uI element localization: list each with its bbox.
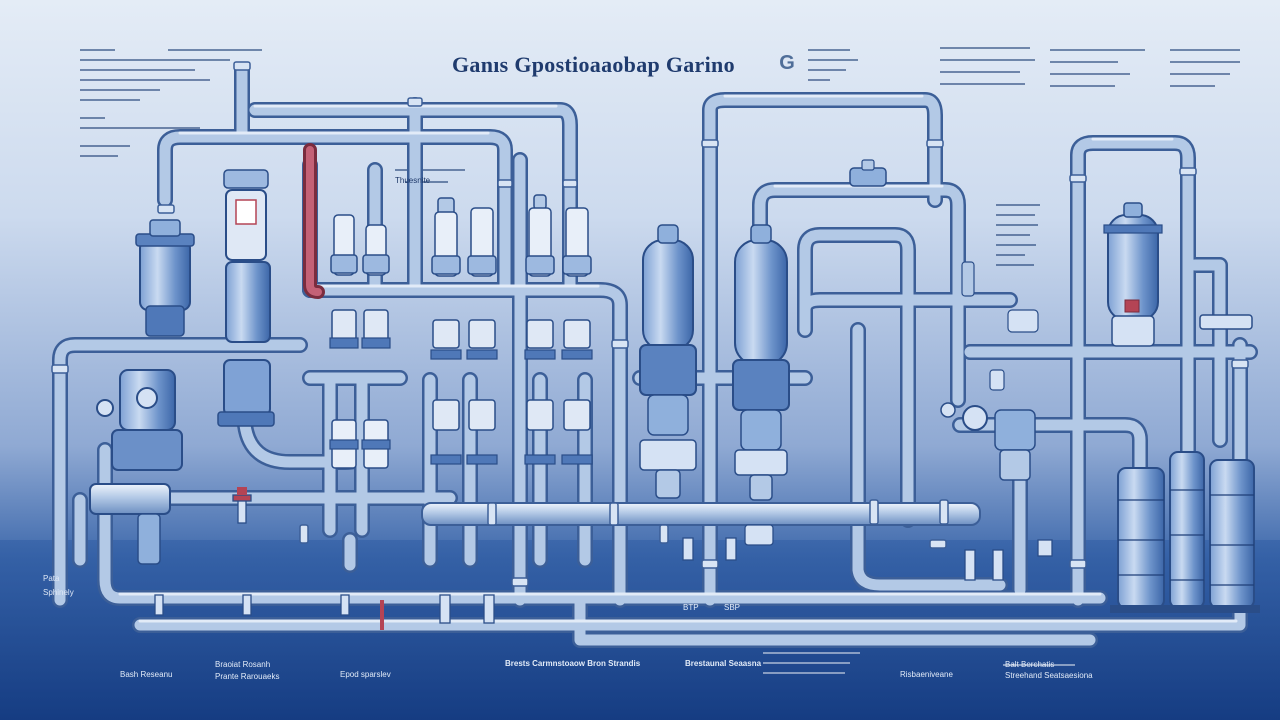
bottom-label-7: Balt Berchatis <box>1005 660 1055 669</box>
header-notes-right <box>395 47 1240 266</box>
bottom-label-4: Brests Carmnstoaow Bron Strandis <box>505 659 641 668</box>
instrument-column <box>430 197 462 465</box>
right-tower <box>1103 202 1253 347</box>
center-tank-1 <box>639 224 697 499</box>
bottom-label-1: Bash Reseanu <box>120 670 173 679</box>
header-pipe <box>421 502 981 526</box>
right-valve-cluster <box>940 261 1039 481</box>
instrument-column <box>466 207 498 465</box>
diagram-title: Ganıs Gpostioaaobap Garino <box>452 52 735 77</box>
valve-label-b: SBP <box>724 603 741 612</box>
bottom-label-6: Risbaeniveane <box>900 670 953 679</box>
instrument-column <box>361 224 391 469</box>
header-notes-left <box>80 49 262 157</box>
center-tank-2 <box>732 224 790 501</box>
bottom-label-3: Epod sparslev <box>340 670 391 679</box>
top-valve <box>849 159 887 187</box>
valve-label-a: BTP <box>683 603 699 612</box>
pipe-flanges <box>51 61 1249 587</box>
left-side-label-1: Pata <box>43 574 60 583</box>
instrument-columns <box>329 194 593 469</box>
bottom-label-2-sub: Prante Rarouaeks <box>215 672 280 681</box>
bottom-valves <box>154 494 1053 624</box>
section-label-center: Thuesnite <box>395 176 431 185</box>
logo-icon: G <box>779 52 795 74</box>
instrument-column <box>524 194 556 465</box>
bottom-note-lines <box>763 652 1075 674</box>
instrument-column <box>329 214 359 469</box>
bottom-label-2: Braoiat Rosanh <box>215 660 271 669</box>
red-markers <box>237 487 384 630</box>
bottom-label-7-sub: Streehand Seatsaesiona <box>1005 671 1093 680</box>
left-filter-column <box>217 169 275 427</box>
left-side-label-2: Sphinely <box>43 588 74 597</box>
instrument-column <box>561 207 593 465</box>
right-skid <box>1110 451 1260 613</box>
bottom-label-5: Brestaunal Seaasna <box>685 659 762 668</box>
left-pump-assembly <box>89 219 195 565</box>
